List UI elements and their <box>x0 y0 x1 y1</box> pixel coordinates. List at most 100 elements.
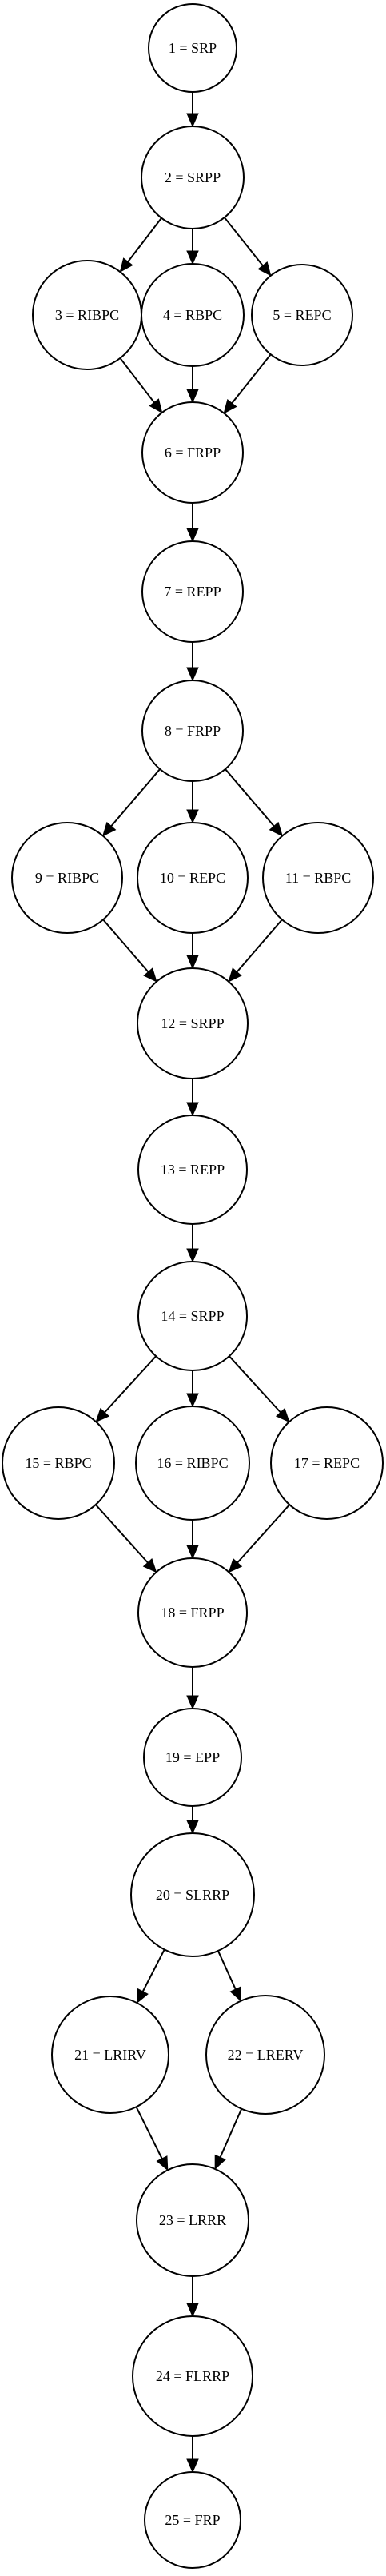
node-circle <box>137 1115 248 1225</box>
arrowhead-22-to-23 <box>214 2154 226 2171</box>
arrowhead-1-to-2 <box>186 113 199 128</box>
node-label: 9 = RIBPC <box>35 870 99 886</box>
arrowhead-20-to-22 <box>229 1986 241 2002</box>
arrowhead-2-to-5 <box>257 261 272 277</box>
node-5: 5 = REPC <box>251 264 353 366</box>
node-circle <box>137 822 249 934</box>
edge-21-to-23 <box>135 2106 163 2159</box>
node-label: 17 = REPC <box>294 1455 360 1471</box>
node-circle <box>137 1261 248 1371</box>
node-3: 3 = RIBPC <box>32 260 142 370</box>
arrowhead-19-to-20 <box>186 1820 199 1835</box>
node-1: 1 = SRP <box>148 3 237 93</box>
arrowhead-7-to-8 <box>186 667 199 682</box>
node-label: 15 = RBPC <box>25 1455 91 1471</box>
node-label: 25 = FRP <box>165 2512 220 2528</box>
node-circle <box>51 1996 169 2114</box>
node-25: 25 = FRP <box>144 2471 241 2569</box>
arrowhead-14-to-16 <box>186 1393 199 1408</box>
node-22: 22 = LRERV <box>205 1995 325 2115</box>
node-circle <box>137 1557 248 1668</box>
node-circle <box>141 401 244 504</box>
node-4: 4 = RBPC <box>141 263 245 367</box>
node-label: 7 = REPP <box>164 584 221 600</box>
arrowhead-9-to-12 <box>143 967 157 983</box>
node-label: 12 = SRPP <box>161 1015 224 1031</box>
node-circle <box>2 1406 115 1520</box>
edge-2-to-5 <box>224 217 264 266</box>
node-label: 10 = REPC <box>160 870 225 886</box>
arrowhead-23-to-24 <box>186 2303 199 2318</box>
arrowhead-2-to-3 <box>119 257 133 273</box>
arrowhead-6-to-7 <box>186 528 199 543</box>
node-9: 9 = RIBPC <box>11 822 123 934</box>
node-circle <box>132 2315 253 2437</box>
node-20: 20 = SLRRP <box>130 1832 255 1957</box>
arrowhead-17-to-18 <box>228 1557 243 1573</box>
node-label: 23 = LRRR <box>159 2212 226 2228</box>
node-11: 11 = RBPC <box>262 822 374 934</box>
edge-3-to-6 <box>119 357 155 403</box>
node-14: 14 = SRPP <box>137 1261 248 1371</box>
node-label: 20 = SLRRP <box>156 1887 229 1903</box>
node-12: 12 = SRPP <box>137 967 249 1079</box>
arrowhead-3-to-6 <box>149 398 163 414</box>
node-8: 8 = FRPP <box>141 680 244 782</box>
arrowhead-20-to-21 <box>136 1988 149 2004</box>
node-label: 22 = LRERV <box>228 2047 304 2063</box>
node-15: 15 = RBPC <box>2 1406 115 1520</box>
node-circle <box>141 680 244 782</box>
node-7: 7 = REPP <box>141 540 244 643</box>
arrowhead-15-to-18 <box>142 1557 157 1573</box>
node-label: 11 = RBPC <box>285 870 352 886</box>
arrowhead-12-to-13 <box>186 1102 199 1117</box>
node-24: 24 = FLRRP <box>132 2315 253 2437</box>
node-circle <box>135 1406 250 1521</box>
edge-8-to-9 <box>110 768 161 827</box>
node-circle <box>141 263 245 367</box>
arrowhead-2-to-4 <box>186 250 199 265</box>
arrowhead-24-to-25 <box>186 2458 199 2474</box>
node-circle <box>262 822 374 934</box>
node-circle <box>136 2163 249 2277</box>
node-circle <box>144 2471 241 2569</box>
edge-15-to-18 <box>95 1504 149 1564</box>
edges-layer <box>95 92 290 2474</box>
edge-14-to-15 <box>104 1355 157 1414</box>
arrowhead-8-to-9 <box>101 821 117 837</box>
edge-9-to-12 <box>102 919 149 973</box>
edge-14-to-17 <box>229 1355 281 1414</box>
node-label: 18 = FRPP <box>161 1605 224 1621</box>
arrowhead-5-to-6 <box>223 398 237 414</box>
node-23: 23 = LRRR <box>136 2163 249 2277</box>
node-circle <box>141 126 245 229</box>
edge-5-to-6 <box>231 353 272 404</box>
node-circle <box>251 264 353 366</box>
node-19: 19 = EPP <box>143 1708 242 1807</box>
node-label: 13 = REPP <box>161 1162 225 1178</box>
node-circle <box>141 540 244 643</box>
arrowhead-14-to-15 <box>95 1407 110 1423</box>
node-label: 3 = RIBPC <box>55 307 119 323</box>
node-label: 6 = FRPP <box>165 445 221 461</box>
node-6: 6 = FRPP <box>141 401 244 504</box>
node-16: 16 = RIBPC <box>135 1406 250 1521</box>
node-circle <box>205 1995 325 2115</box>
edge-8-to-11 <box>225 768 275 827</box>
arrowhead-21-to-23 <box>156 2155 169 2171</box>
node-circle <box>143 1708 242 1807</box>
arrowhead-11-to-12 <box>228 967 242 983</box>
arrowhead-16-to-18 <box>186 1545 199 1560</box>
node-circle <box>137 967 249 1079</box>
edge-17-to-18 <box>237 1504 290 1564</box>
node-circle <box>270 1406 384 1520</box>
edge-20-to-21 <box>141 1948 165 1992</box>
node-10: 10 = REPC <box>137 822 249 934</box>
node-label: 21 = LRIRV <box>74 2047 146 2063</box>
arrowhead-14-to-17 <box>275 1407 290 1423</box>
arrowhead-10-to-12 <box>186 955 199 970</box>
node-circle <box>148 3 237 93</box>
node-13: 13 = REPP <box>137 1115 248 1225</box>
edge-20-to-22 <box>217 1950 237 1990</box>
